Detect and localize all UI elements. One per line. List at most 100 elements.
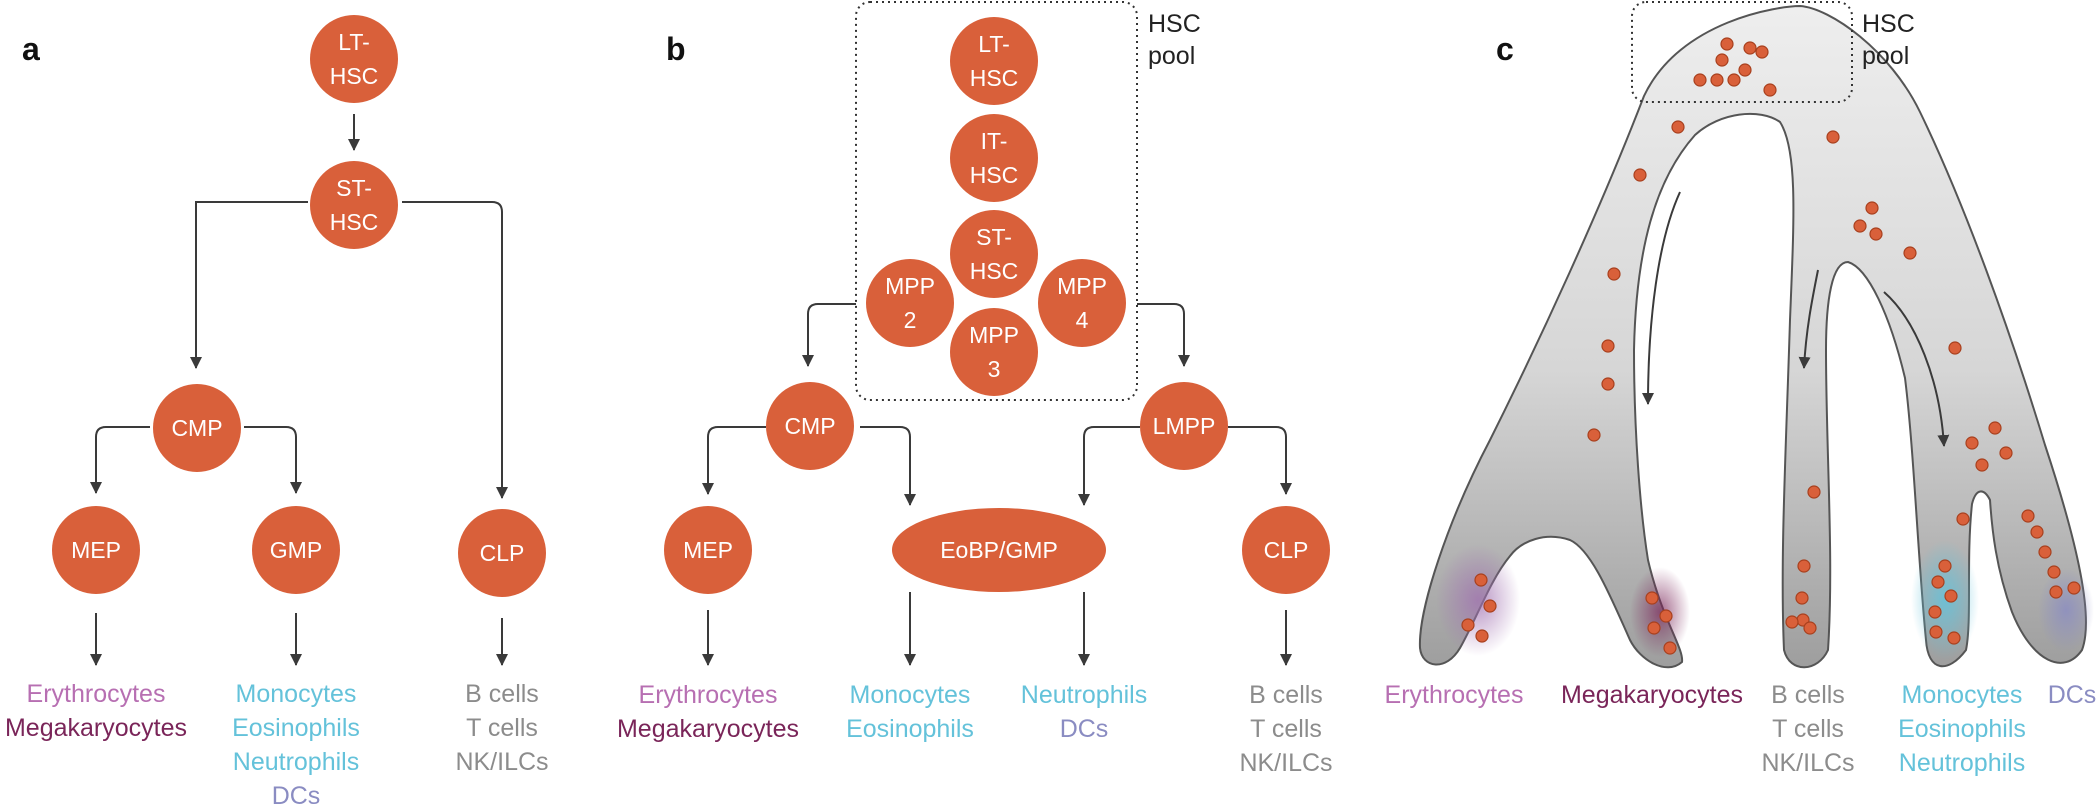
node-lmpp-b: LMPP [1140, 382, 1228, 470]
svg-text:T cells: T cells [1772, 715, 1844, 743]
svg-text:4: 4 [1076, 307, 1089, 333]
dc-glow [2038, 568, 2094, 652]
svg-text:B cells: B cells [1249, 681, 1323, 709]
svg-text:Monocytes: Monocytes [850, 681, 971, 709]
outputs-clp-b: B cells T cells NK/ILCs [1239, 681, 1332, 777]
svg-text:CLP: CLP [1264, 537, 1309, 563]
svg-text:B cells: B cells [465, 680, 539, 708]
cell-dots [1461, 37, 2081, 655]
panel-c: c [1385, 1, 2097, 777]
svg-text:Eosinophils: Eosinophils [232, 714, 360, 742]
panel-a: a LT- HSC ST- HSC CMP M [5, 15, 549, 810]
svg-text:ST-: ST- [336, 175, 372, 201]
node-cmp-b: CMP [766, 382, 854, 470]
svg-text:MPP: MPP [885, 273, 935, 299]
node-it-hsc-b: IT- HSC [950, 114, 1038, 202]
svg-text:MEP: MEP [71, 537, 121, 563]
panel-a-connectors [90, 114, 508, 666]
svg-text:B cells: B cells [1771, 681, 1845, 709]
outputs-eobp-left-b: Monocytes Eosinophils [846, 681, 974, 743]
node-lt-hsc-a: LT- HSC [310, 15, 398, 103]
erythrocyte-glow [1436, 544, 1520, 656]
node-eobp-gmp-b: EoBP/GMP [892, 508, 1106, 592]
svg-text:HSC: HSC [330, 209, 379, 235]
output-erythrocytes-c: Erythrocytes [1385, 681, 1524, 709]
outputs-mep-a: Erythrocytes Megakaryocytes [5, 680, 187, 742]
node-clp-a: CLP [458, 509, 546, 597]
node-mep-b: MEP [664, 506, 752, 594]
svg-text:2: 2 [904, 307, 917, 333]
svg-text:HSC: HSC [970, 65, 1019, 91]
svg-text:Eosinophils: Eosinophils [846, 715, 974, 743]
outputs-myeloid-c: Monocytes Eosinophils Neutrophils [1898, 681, 2026, 777]
svg-text:LT-: LT- [338, 29, 370, 55]
node-lt-hsc-b: LT- HSC [950, 17, 1038, 105]
svg-text:Megakaryocytes: Megakaryocytes [5, 714, 187, 742]
svg-text:Monocytes: Monocytes [236, 680, 357, 708]
svg-text:Neutrophils: Neutrophils [1899, 749, 2025, 777]
svg-text:LT-: LT- [978, 31, 1010, 57]
flow-arrows [1642, 191, 1950, 447]
svg-text:Erythrocytes: Erythrocytes [27, 680, 166, 708]
svg-text:DCs: DCs [1060, 715, 1109, 743]
panel-b: b HSC pool LT- HSC IT- HSC [617, 1, 1333, 777]
megakaryocyte-glow [1630, 567, 1690, 657]
panel-b-connectors [702, 303, 1292, 666]
svg-text:Neutrophils: Neutrophils [233, 748, 359, 776]
svg-text:NK/ILCs: NK/ILCs [455, 748, 548, 776]
node-mep-a: MEP [52, 506, 140, 594]
svg-text:ST-: ST- [976, 224, 1012, 250]
svg-text:Eosinophils: Eosinophils [1898, 715, 2026, 743]
svg-text:Erythrocytes: Erythrocytes [639, 681, 778, 709]
svg-text:HSC: HSC [1148, 10, 1201, 38]
node-mpp3-b: MPP 3 [950, 308, 1038, 396]
outputs-lymph-c: B cells T cells NK/ILCs [1761, 681, 1854, 777]
node-gmp-a: GMP [252, 506, 340, 594]
node-clp-b: CLP [1242, 506, 1330, 594]
hsc-pool-label-b: HSC pool [1148, 10, 1201, 70]
panel-b-label: b [666, 31, 686, 67]
svg-text:Neutrophils: Neutrophils [1021, 681, 1147, 709]
hsc-pool-label-c: HSC pool [1862, 10, 1915, 70]
svg-text:T cells: T cells [466, 714, 538, 742]
svg-text:HSC: HSC [330, 63, 379, 89]
myeloid-glow [1911, 540, 1979, 660]
hsc-pool-box-b [855, 1, 1138, 401]
svg-text:NK/ILCs: NK/ILCs [1761, 749, 1854, 777]
svg-text:HSC: HSC [1862, 10, 1915, 38]
svg-text:pool: pool [1148, 42, 1195, 70]
node-cmp-a: CMP [153, 384, 241, 472]
svg-text:CMP: CMP [171, 415, 222, 441]
node-st-hsc-a: ST- HSC [310, 161, 398, 249]
svg-text:EoBP/GMP: EoBP/GMP [940, 537, 1058, 563]
svg-text:CMP: CMP [784, 413, 835, 439]
svg-text:DCs: DCs [272, 782, 321, 810]
svg-text:LMPP: LMPP [1153, 413, 1216, 439]
node-mpp2-b: MPP 2 [866, 259, 954, 347]
svg-text:Monocytes: Monocytes [1902, 681, 2023, 709]
output-megakaryocytes-c: Megakaryocytes [1561, 681, 1743, 709]
outputs-mep-b: Erythrocytes Megakaryocytes [617, 681, 799, 743]
hsc-pool-box-c [1631, 1, 1853, 103]
outputs-clp-a: B cells T cells NK/ILCs [455, 680, 548, 776]
outputs-gmp-a: Monocytes Eosinophils Neutrophils DCs [232, 680, 360, 810]
differentiation-landscape [1418, 4, 2087, 669]
svg-text:Megakaryocytes: Megakaryocytes [617, 715, 799, 743]
svg-text:MPP: MPP [969, 322, 1019, 348]
svg-text:GMP: GMP [270, 537, 322, 563]
svg-text:HSC: HSC [970, 162, 1019, 188]
node-st-hsc-b: ST- HSC [950, 210, 1038, 298]
outputs-eobp-right-b: Neutrophils DCs [1021, 681, 1147, 743]
svg-text:pool: pool [1862, 42, 1909, 70]
node-mpp4-b: MPP 4 [1038, 259, 1126, 347]
svg-text:3: 3 [988, 356, 1001, 382]
svg-text:MPP: MPP [1057, 273, 1107, 299]
svg-text:IT-: IT- [981, 128, 1008, 154]
panel-a-label: a [22, 31, 40, 67]
output-dcs-c: DCs [2048, 681, 2097, 709]
svg-text:CLP: CLP [480, 540, 525, 566]
svg-text:HSC: HSC [970, 258, 1019, 284]
svg-text:T cells: T cells [1250, 715, 1322, 743]
svg-text:MEP: MEP [683, 537, 733, 563]
